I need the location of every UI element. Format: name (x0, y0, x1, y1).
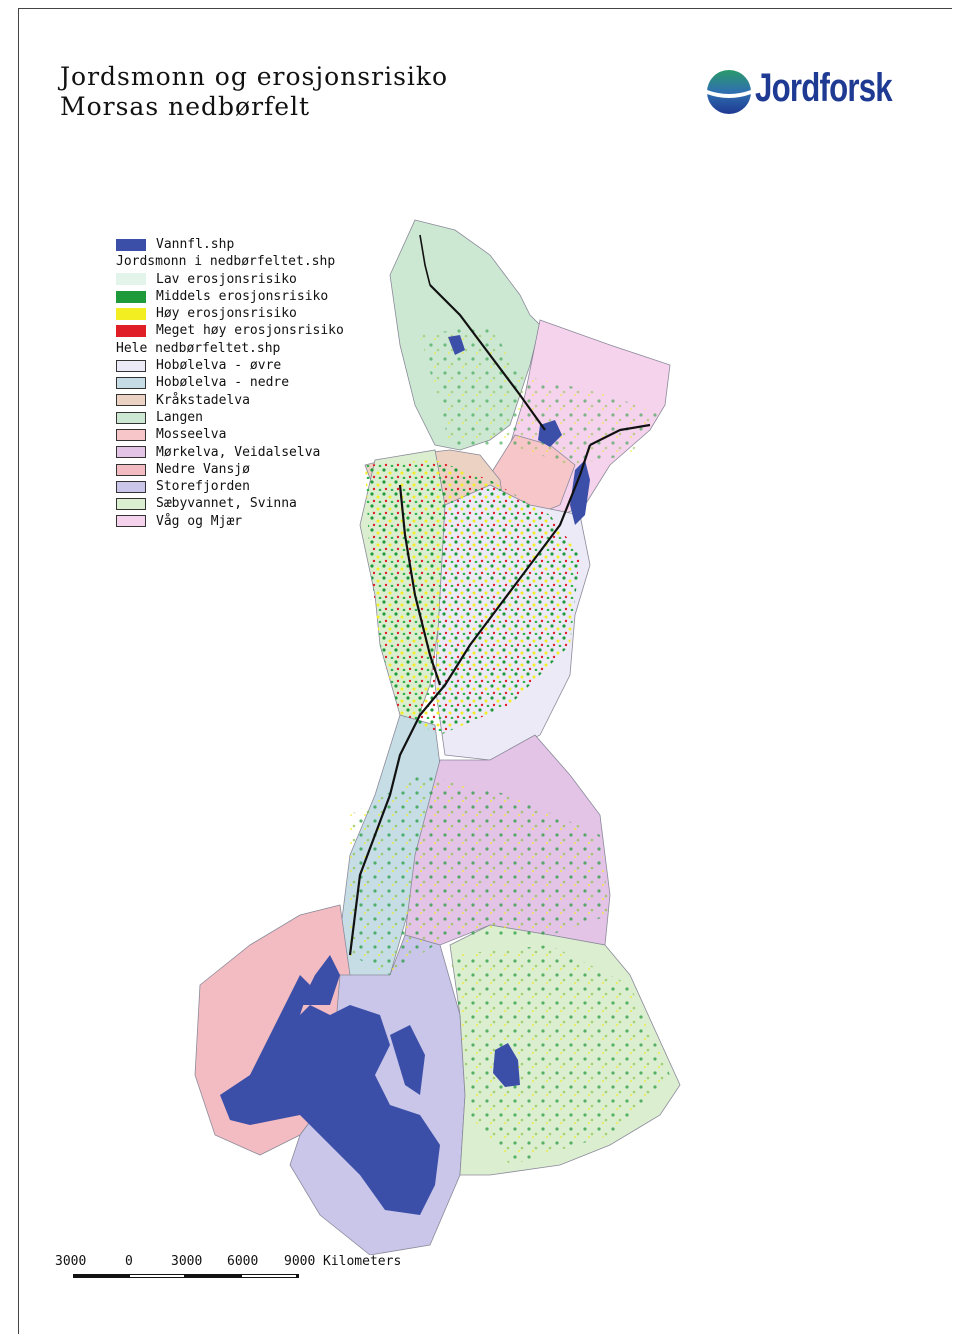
jordforsk-logo: Jordforsk (705, 64, 895, 124)
legend-label: Storefjorden (156, 479, 250, 495)
river-hobolelva (348, 444, 592, 956)
legend-item-catchment-4: Mosseelva (116, 426, 344, 443)
legend-swatch (116, 428, 146, 441)
legend-label: Høy erosjonsrisiko (156, 306, 297, 322)
legend-label: Sæbyvannet, Svinna (156, 496, 297, 512)
legend-label: Mørkelva, Veidalselva (156, 444, 321, 460)
lake-vansjo-arm-north (300, 955, 340, 1005)
map-frame (18, 8, 952, 1334)
legend-label: Middels erosjonsrisiko (156, 288, 329, 304)
legend-swatch (116, 325, 146, 338)
legend-item-catchment-5: Mørkelva, Veidalselva (116, 444, 344, 461)
lake-langen-north (448, 335, 465, 355)
scale-unit: Kilometers (323, 1254, 402, 1269)
scale-tick-label: 6000 (227, 1254, 259, 1269)
legend-heading: Jordsmonn i nedbørfeltet.shp (116, 254, 336, 270)
legend-swatch (116, 411, 146, 424)
legend-catchment-title: Hele nedbørfeltet.shp (116, 340, 344, 357)
legend-item-catchment-3: Langen (116, 409, 344, 426)
scale-tick-label: 3000 (55, 1254, 87, 1269)
scale-segment (241, 1274, 297, 1278)
lake-vansjo-arm-west (250, 975, 310, 1075)
scale-tick-label: 9000 (284, 1254, 316, 1269)
scale-tick-label: 3000 (171, 1254, 203, 1269)
legend-label: Langen (156, 409, 203, 425)
legend-swatch (116, 290, 146, 303)
map-title: Jordsmonn og erosjonsrisiko Morsas nedbø… (60, 62, 448, 122)
catchment-map (194, 219, 681, 1255)
globe-icon (707, 70, 751, 114)
legend-swatch (116, 394, 146, 407)
soil-risk-overlay-middle (350, 775, 610, 975)
map-title-line-2: Morsas nedbørfelt (60, 92, 311, 121)
legend-item-soil-0: Lav erosjonsrisiko (116, 271, 344, 288)
logo-wordmark: Jordforsk (755, 66, 893, 110)
legend-label: Hobølelva - nedre (156, 375, 290, 391)
water-bodies (220, 335, 590, 1215)
legend-swatch (116, 515, 146, 528)
legend-soil-title: Jordsmonn i nedbørfeltet.shp (116, 253, 344, 270)
legend-item-catchment-8: Sæbyvannet, Svinna (116, 495, 344, 512)
scale-bar: 3000 0 3000 6000 9000 Kilometers (55, 1254, 475, 1290)
legend-swatch (116, 273, 146, 286)
legend-label: Vannfl.shp (156, 237, 235, 252)
legend-swatch (116, 446, 146, 459)
legend-item-catchment-7: Storefjorden (116, 478, 344, 495)
lake-saebyvannet (493, 1043, 520, 1087)
legend-label: Meget høy erosjonsrisiko (156, 323, 344, 339)
scale-segment (73, 1274, 129, 1278)
legend-swatch (116, 307, 146, 320)
legend-label: Kråkstadelva (156, 392, 250, 408)
legend-swatch (116, 480, 146, 493)
scale-segment (297, 1274, 299, 1278)
soil-risk-overlay-north (420, 325, 660, 465)
river-tributary-north (419, 234, 431, 286)
legend-label: Våg og Mjær (156, 513, 243, 529)
scale-segment (129, 1274, 185, 1278)
legend-item-soil-3: Meget høy erosjonsrisiko (116, 322, 344, 339)
legend-label: Hobølelva - øvre (156, 358, 282, 374)
legend-item-catchment-9: Våg og Mjær (116, 513, 344, 530)
legend-item-catchment-2: Kråkstadelva (116, 392, 344, 409)
rivers (348, 234, 651, 956)
river-tributary-east (589, 423, 651, 446)
legend-swatch (116, 377, 146, 390)
lake-storefjorden-arm (390, 1025, 425, 1095)
scale-segment (185, 1274, 241, 1278)
legend-label: Mosseelva (156, 427, 227, 443)
legend-item-water: Vannfl.shp (116, 236, 344, 253)
scale-tick-label: 0 (125, 1254, 133, 1269)
legend-swatch (116, 238, 146, 251)
soil-risk-overlay-lower (450, 945, 670, 1165)
lake-hobol (570, 460, 590, 525)
legend-item-catchment-6: Nedre Vansjø (116, 461, 344, 478)
legend-label: Lav erosjonsrisiko (156, 271, 297, 287)
legend-swatch (116, 498, 146, 511)
legend-item-catchment-1: Hobølelva - nedre (116, 374, 344, 391)
legend-item-soil-1: Middels erosjonsrisiko (116, 288, 344, 305)
soil-risk-overlay-upper (365, 460, 580, 735)
legend-item-catchment-0: Hobølelva - øvre (116, 357, 344, 374)
map-title-line-1: Jordsmonn og erosjonsrisiko (60, 62, 449, 91)
legend-heading: Hele nedbørfeltet.shp (116, 340, 281, 356)
legend-label: Nedre Vansjø (156, 461, 250, 477)
river-tributary-west (398, 484, 442, 686)
legend-swatch (116, 359, 146, 372)
legend-item-soil-2: Høy erosjonsrisiko (116, 305, 344, 322)
legend-swatch (116, 463, 146, 476)
map-legend: Vannfl.shp Jordsmonn i nedbørfeltet.shp … (116, 236, 344, 530)
river-langen-outlet (429, 284, 546, 431)
